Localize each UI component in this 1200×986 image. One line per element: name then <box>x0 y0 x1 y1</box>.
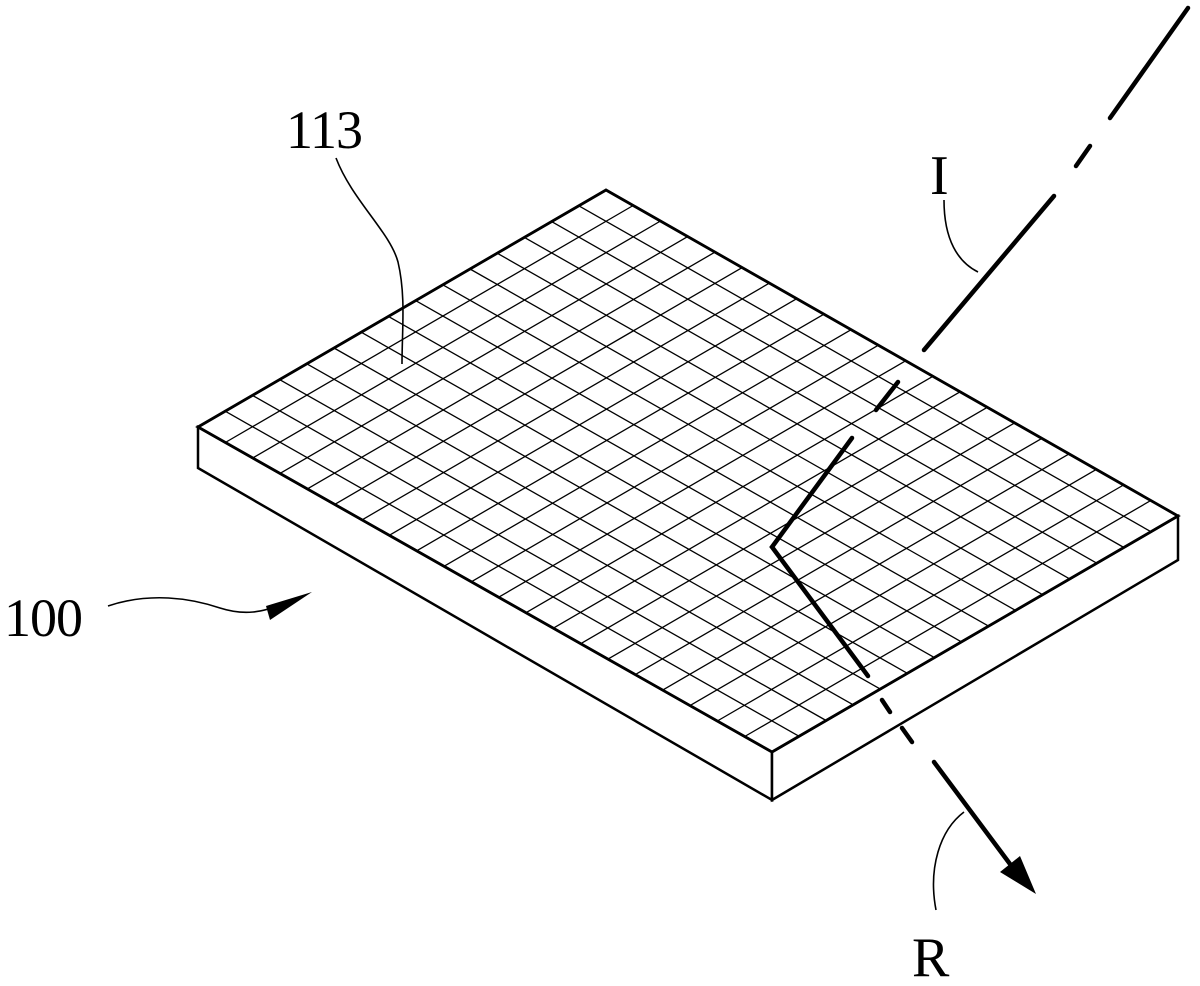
label-100: 100 <box>4 588 82 648</box>
leader-I <box>943 199 979 273</box>
label-incident: I <box>930 145 949 207</box>
reflected-ray <box>879 697 1013 867</box>
grid-line <box>580 406 988 645</box>
grid-line <box>524 236 1098 564</box>
grid-line <box>306 363 881 690</box>
grid-line <box>716 484 1124 722</box>
grid-line <box>634 437 1043 676</box>
grid-line <box>498 360 906 598</box>
grid-line <box>607 422 1015 660</box>
incident-ray <box>921 5 1191 353</box>
grid-line <box>279 236 689 474</box>
plate-top-outline <box>195 188 1181 754</box>
grid-line <box>252 220 661 459</box>
grid-line <box>689 468 1097 707</box>
surface-grid <box>224 204 1152 738</box>
grid-line <box>744 499 1152 738</box>
label-reflected: R <box>912 927 950 986</box>
internal-ray <box>769 379 901 679</box>
grid-line <box>496 252 1071 580</box>
grid-line <box>388 298 798 536</box>
grid-line <box>361 282 770 521</box>
reflected-arrowhead <box>1000 856 1036 894</box>
grid-line <box>470 344 879 583</box>
grid-line <box>442 284 1016 611</box>
grid-line <box>334 267 743 505</box>
grid-line <box>443 329 852 567</box>
grid-line <box>416 313 825 552</box>
grid-line <box>469 268 1044 596</box>
label-113: 113 <box>286 100 362 160</box>
grid-line <box>224 410 800 737</box>
grid-line <box>551 221 1125 549</box>
grid-line <box>279 379 854 706</box>
leader-R <box>932 811 965 911</box>
leader-100 <box>107 597 285 614</box>
grid-line <box>388 315 962 643</box>
plate-top-face <box>195 188 1181 754</box>
leader-100-arrowhead <box>266 592 312 620</box>
grid-line <box>252 394 827 722</box>
grid-line <box>552 391 961 629</box>
grid-line <box>525 375 934 614</box>
leader-113 <box>335 157 404 365</box>
grid-line <box>360 331 935 659</box>
grid-line <box>333 347 908 674</box>
grid-line <box>662 453 1070 691</box>
grid-line <box>415 300 989 627</box>
grid-line <box>578 205 1152 533</box>
grid-line <box>306 251 716 490</box>
grid-line <box>224 204 634 444</box>
